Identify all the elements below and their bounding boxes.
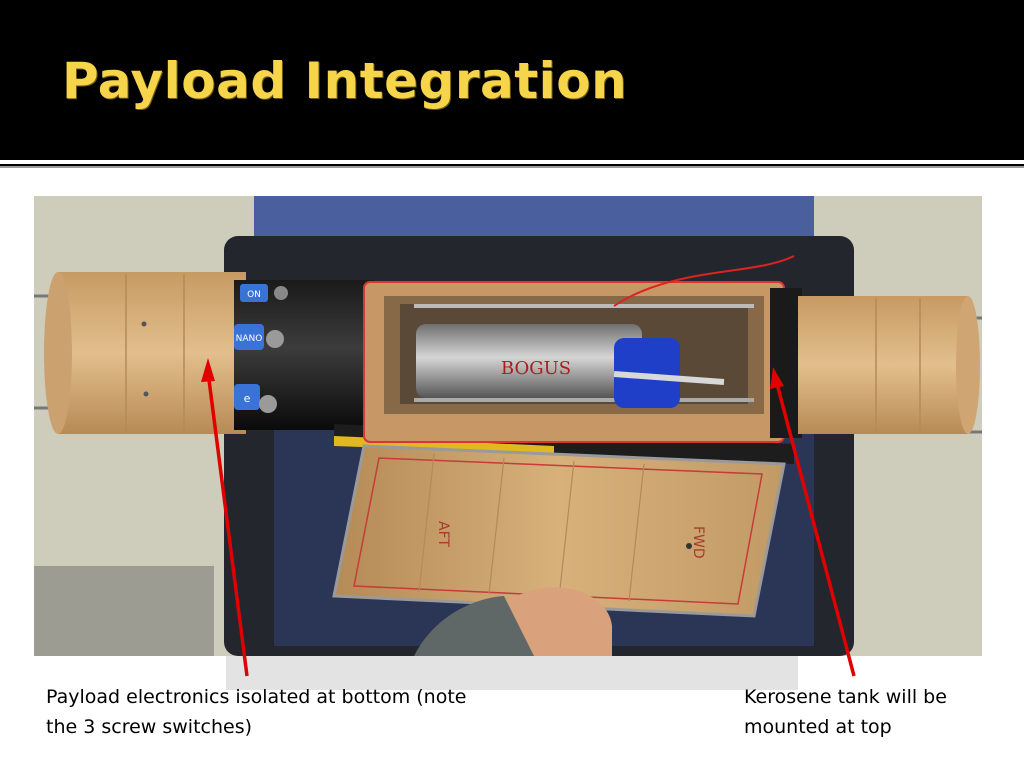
photo-caption-backdrop bbox=[226, 656, 798, 690]
caption-electronics: Payload electronics isolated at bottom (… bbox=[46, 686, 467, 738]
title-divider bbox=[0, 160, 1024, 164]
title-band bbox=[0, 0, 1024, 160]
title-divider-shadow bbox=[0, 166, 1024, 168]
svg-text:e: e bbox=[244, 392, 251, 405]
svg-text:FWD: FWD bbox=[690, 526, 706, 559]
svg-text:BOGUS: BOGUS bbox=[501, 358, 571, 379]
caption-kerosene-tank: Kerosene tank will be mounted at top bbox=[744, 686, 947, 738]
svg-text:ON: ON bbox=[247, 290, 261, 300]
slide-title: Payload Integration bbox=[62, 52, 628, 110]
svg-text:AFT: AFT bbox=[435, 521, 451, 547]
svg-text:NANO: NANO bbox=[236, 334, 263, 344]
payload-photo: ON NANO e BOGUS AFT FWD bbox=[34, 196, 982, 656]
